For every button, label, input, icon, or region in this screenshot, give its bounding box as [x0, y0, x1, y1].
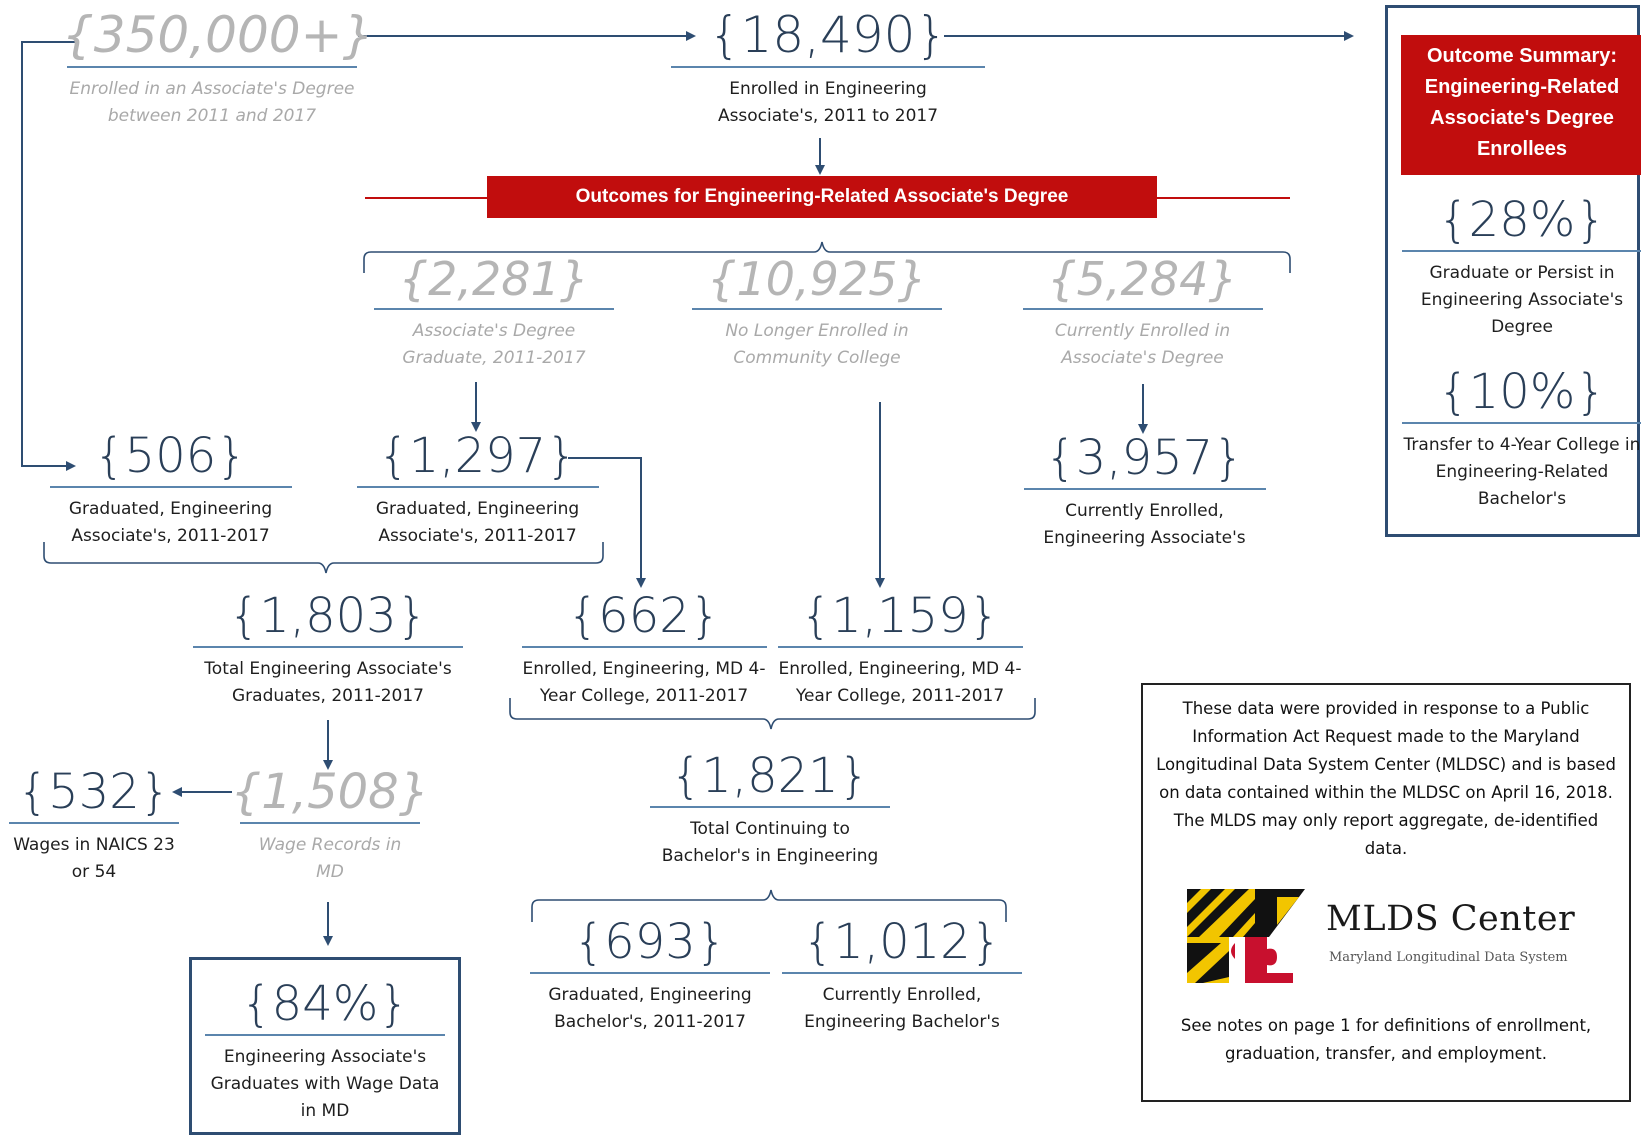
- divider: [1402, 250, 1641, 252]
- node-label: Graduated, Engineering Bachelor's, 2011-…: [548, 985, 752, 1032]
- node-value: {2,281}: [398, 252, 590, 306]
- outcomes-banner: Outcomes for Engineering-Related Associa…: [487, 176, 1157, 218]
- node-value: {350,000+}: [62, 6, 375, 64]
- arrow-1297-to-662: [568, 457, 646, 588]
- notes-footer: See notes on page 1 for definitions of e…: [1180, 1016, 1592, 1063]
- node-value: {18,490}: [708, 6, 948, 64]
- divider: [521, 646, 767, 648]
- node-value: {693}: [573, 914, 727, 970]
- node-662-enrolled-4yr: {662} Enrolled, Engineering, MD 4-Year C…: [519, 592, 769, 710]
- node-value: {3,957}: [1045, 430, 1244, 486]
- node-5284-currently-enrolled: {5,284} Currently Enrolled in Associate'…: [1020, 256, 1265, 372]
- node-label: Associate's Degree Graduate, 2011-2017: [402, 321, 586, 368]
- divider: [777, 646, 1023, 648]
- node-1297-graduated: {1,297} Graduated, Engineering Associate…: [355, 432, 600, 550]
- node-label: Wages in NAICS 23 or 54: [13, 835, 175, 882]
- logo-title: MLDS Center: [1326, 899, 1576, 939]
- node-label: Graduated, Engineering Associate's, 2011…: [375, 499, 580, 546]
- node-350000-enrolled: {350,000+} Enrolled in an Associate's De…: [62, 6, 375, 130]
- wage-data-box: {84%} Engineering Associate's Graduates …: [189, 957, 461, 1135]
- divider: [205, 1034, 445, 1036]
- node-label: Total Continuing to Bachelor's in Engine…: [661, 819, 879, 866]
- divider: [650, 806, 890, 808]
- divider: [671, 66, 985, 68]
- mlds-center-logo: MLDS Center Maryland Longitudinal Data S…: [1181, 877, 1601, 987]
- logo-subtitle: Maryland Longitudinal Data System: [1329, 950, 1568, 965]
- node-label: Enrolled in Engineering Associate's, 201…: [717, 79, 939, 126]
- divider: [9, 822, 179, 824]
- node-label: Engineering Associate's Graduates with W…: [210, 1047, 440, 1121]
- node-value: {1,297}: [378, 428, 577, 484]
- grads-brace: [43, 542, 604, 574]
- divider: [67, 66, 357, 68]
- node-2281-graduate: {2,281} Associate's Degree Graduate, 201…: [374, 256, 614, 372]
- notes-text: These data were provided in response to …: [1156, 699, 1616, 858]
- node-1012-bachelor-enrolled: {1,012} Currently Enrolled, Engineering …: [777, 918, 1027, 1036]
- divider: [782, 972, 1022, 974]
- node-532-wages-naics: {532} Wages in NAICS 23 or 54: [4, 768, 184, 886]
- node-10925-no-longer-enrolled: {10,925} No Longer Enrolled in Community…: [692, 256, 942, 372]
- node-label: Enrolled in an Associate's Degree betwee…: [69, 79, 355, 126]
- node-value: {506}: [94, 428, 247, 484]
- node-value: {10,925}: [707, 252, 927, 306]
- node-label: Transfer to 4-Year College in Engineerin…: [1403, 435, 1641, 509]
- node-label: Currently Enrolled in Associate's Degree: [1054, 321, 1231, 368]
- node-value: {1,821}: [670, 748, 870, 804]
- node-1821-continuing: {1,821} Total Continuing to Bachelor's i…: [640, 752, 900, 870]
- summary-stat-28pct: {28%} Graduate or Persist in Engineering…: [1401, 196, 1641, 341]
- node-value: {5,284}: [1047, 252, 1238, 306]
- node-value: {1,012}: [802, 914, 1002, 970]
- node-value: {84%}: [241, 976, 409, 1032]
- arrow-350k-to-506: [21, 41, 78, 471]
- node-value: {532}: [17, 764, 171, 820]
- node-label: Enrolled, Engineering, MD 4-Year College…: [778, 659, 1022, 706]
- node-1508-wage-records: {1,508} Wage Records in MD: [230, 768, 430, 886]
- node-value: {1,803}: [228, 588, 428, 644]
- divider: [1022, 308, 1263, 310]
- divider: [1023, 488, 1266, 490]
- node-value: {28%}: [1438, 192, 1606, 248]
- node-84pct-wage-data: {84%} Engineering Associate's Graduates …: [192, 980, 458, 1125]
- divider: [692, 308, 942, 310]
- node-value: {1,508}: [230, 764, 430, 820]
- divider: [193, 646, 463, 648]
- node-label: Currently Enrolled, Engineering Associat…: [1043, 501, 1246, 548]
- divider: [49, 486, 292, 488]
- node-18490-enrolled: {18,490} Enrolled in Engineering Associa…: [668, 10, 988, 130]
- divider: [530, 972, 770, 974]
- node-label: No Longer Enrolled in Community College: [725, 321, 909, 368]
- node-value: {662}: [567, 588, 721, 644]
- maryland-flag-icon: [1187, 889, 1305, 983]
- enrolled-brace: [509, 698, 1036, 730]
- data-notes-box: These data were provided in response to …: [1141, 683, 1631, 1102]
- summary-header: Outcome Summary: Engineering-Related Ass…: [1401, 35, 1641, 175]
- divider: [240, 822, 420, 824]
- divider: [374, 308, 614, 310]
- node-506-graduated: {506} Graduated, Engineering Associate's…: [48, 432, 293, 550]
- node-value: {10%}: [1438, 364, 1606, 420]
- node-label: Total Engineering Associate's Graduates,…: [204, 659, 452, 706]
- node-value: {1,159}: [800, 588, 1000, 644]
- node-1803-total-graduates: {1,803} Total Engineering Associate's Gr…: [188, 592, 468, 710]
- summary-stat-10pct: {10%} Transfer to 4-Year College in Engi…: [1401, 368, 1641, 513]
- bachelor-brace: [531, 889, 1007, 922]
- node-1159-enrolled-4yr: {1,159} Enrolled, Engineering, MD 4-Year…: [775, 592, 1025, 710]
- node-693-bachelor-graduated: {693} Graduated, Engineering Bachelor's,…: [525, 918, 775, 1036]
- node-label: Enrolled, Engineering, MD 4-Year College…: [522, 659, 766, 706]
- outcome-summary-panel: Outcome Summary: Engineering-Related Ass…: [1385, 5, 1641, 537]
- node-label: Currently Enrolled, Engineering Bachelor…: [804, 985, 1000, 1032]
- node-label: Graduate or Persist in Engineering Assoc…: [1420, 263, 1624, 337]
- outcomes-brace: [363, 241, 1291, 273]
- divider: [356, 486, 599, 488]
- node-label: Wage Records in MD: [258, 835, 402, 882]
- node-label: Graduated, Engineering Associate's, 2011…: [68, 499, 273, 546]
- divider: [1402, 422, 1641, 424]
- node-3957-currently-enrolled: {3,957} Currently Enrolled, Engineering …: [1022, 434, 1267, 552]
